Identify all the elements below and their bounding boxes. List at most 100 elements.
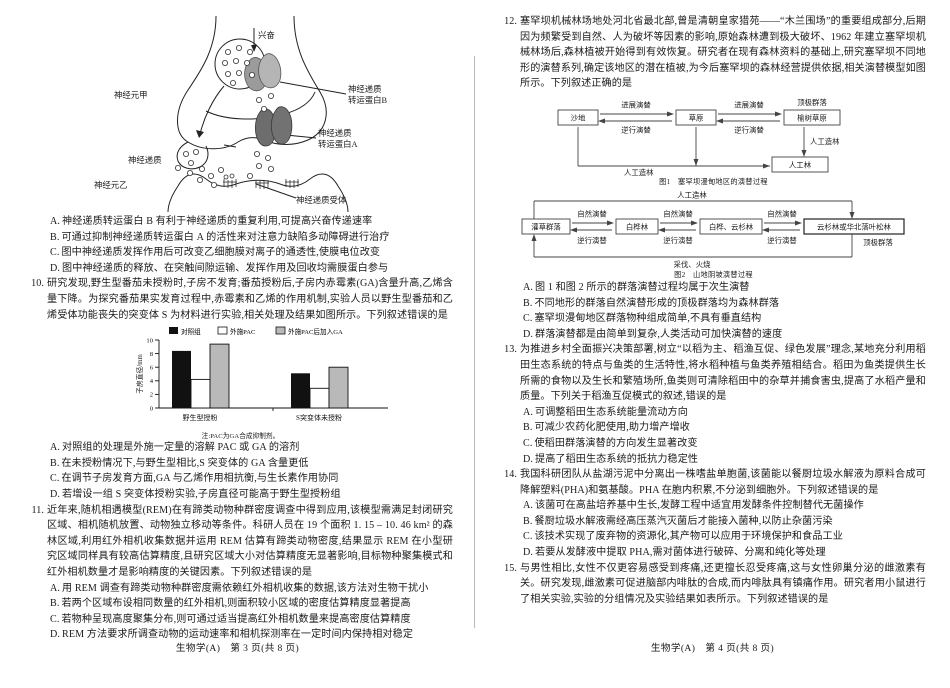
column-divider — [474, 56, 475, 628]
option-mark: A. — [50, 582, 61, 594]
figure2-top-label: 人工造林 — [677, 191, 707, 200]
option-text: 不同地形的群落自然演替形成的顶极群落均为森林群落 — [534, 297, 780, 309]
label-transmitter: 神经递质 — [128, 155, 162, 165]
figure2-edge-forward3: 自然演替 — [767, 210, 797, 219]
label-transporter-a-line2: 转运蛋白A — [318, 139, 358, 149]
figure2-edge-backward3: 逆行演替 — [767, 236, 797, 245]
label-excitation: 兴奋 — [258, 30, 275, 40]
chart-category-0: 野生型授粉 — [183, 413, 218, 422]
option-text: 在未授粉情况下,与野生型相比,S 突变体的 GA 含量更低 — [61, 457, 309, 469]
label-transporter-b-line1: 神经递质 — [348, 84, 382, 94]
figure1-node-1: 草原 — [688, 114, 703, 123]
gibberellin-bar-chart: 对照组 外施PAC 外施PAC后加入GA — [28, 324, 453, 432]
question-12: 12. 塞罕坝机械林场地处河北省最北部,曾是清朝皇家猎苑——“木兰围场”的重要组… — [501, 14, 926, 92]
label-transporter-a-line1: 神经递质 — [318, 128, 352, 138]
chart-y-ticks: 0 2 4 6 8 10 — [146, 337, 153, 412]
figure1-node-2: 榆树草原 — [797, 114, 827, 123]
q13-option-b: B.可减少农药化肥使用,助力增产增收 — [501, 420, 926, 436]
chart-note: 注:PAC为GA合成抑制剂。 — [201, 433, 280, 441]
option-mark: B. — [523, 422, 533, 434]
option-mark: C. — [523, 437, 533, 449]
question-stem: 塞罕坝机械林场地处河北省最北部,曾是清朝皇家猎苑——“木兰围场”的重要组成部分,… — [520, 16, 926, 90]
option-mark: C. — [50, 613, 60, 625]
option-mark: D. — [50, 262, 61, 274]
option-text: 图中神经递质的释放、在突触间隙运输、发挥作用及回收均需膜蛋白参与 — [62, 262, 389, 274]
option-text: 塞罕坝漫甸地区群落物种组成简单,不具有垂直结构 — [534, 313, 762, 325]
option-mark: D. — [523, 547, 534, 559]
q9-options-list: A.神经递质转运蛋白 B 有利于神经递质的重复利用,可提高兴奋传递速率 B.可通… — [28, 214, 453, 276]
legend-label-1: 外施PAC — [230, 327, 256, 336]
figure2-edge-forward1: 自然演替 — [577, 210, 607, 219]
svg-text:10: 10 — [146, 337, 153, 344]
option-mark: A. — [50, 216, 61, 227]
option-mark: D. — [50, 488, 61, 500]
question-10: 10. 研究发现,野生型番茄未授粉时,子房不发育;番茄授粉后,子房内赤霉素(GA… — [28, 276, 453, 323]
label-transporter-b-line2: 转运蛋白B — [348, 95, 387, 105]
footer-subject: 生物学(A) — [175, 643, 221, 654]
figure1-afforest-labels: 人工造林 人工造林 — [624, 137, 840, 177]
transporter-b-shape — [244, 53, 282, 92]
chart-x-ticks: 野生型授粉 S突变体未授粉 — [183, 413, 342, 422]
figure-2-succession-diagram: 灌草群落 白桦林 白桦、云杉林 云杉林或华北落叶松林 人工造林 采伐、火烧 自然… — [501, 189, 926, 280]
q11-option-c: C.若物种呈现高度聚集分布,则可通过适当提高红外相机数量来提高密度估算精度 — [28, 612, 453, 628]
q14-option-a: A.该菌可在高盐培养基中生长,发酵工程中适宜用发酵条件控制替代无菌操作 — [501, 498, 926, 514]
svg-text:8: 8 — [150, 351, 154, 358]
figure-2-caption: 图2 山地阴坡演替过程 — [674, 270, 753, 279]
figure1-node-labels: 沙地 草原 榆树草原 人工林 顶极群落 进展演替 进展演替 逆行演替 逆行演替 — [570, 98, 827, 170]
q12-option-c: C.塞罕坝漫甸地区群落物种组成简单,不具有垂直结构 — [501, 311, 926, 327]
q9-option-c: C.图中神经递质发挥作用后可改变乙细胞膜对离子的通透性,使膜电位改变 — [28, 245, 453, 261]
option-mark: C. — [523, 531, 533, 543]
option-text: 神经递质转运蛋白 B 有利于神经递质的重复利用,可提高兴奋传递速率 — [62, 216, 373, 227]
figure1-edge-forward1: 进展演替 — [621, 101, 651, 110]
option-mark: A. — [50, 442, 61, 454]
question-15: 15. 与男性相比,女性不仅更容易感受到疼痛,还更擅长忍受疼痛,这与女性卵巢分泌… — [501, 561, 926, 608]
figure1-edge-afforest-right: 人工造林 — [810, 137, 840, 146]
figure1-edge-backward2: 逆行演替 — [734, 126, 764, 135]
option-mark: B. — [523, 297, 533, 309]
q12-option-b: B.不同地形的群落自然演替形成的顶极群落均为森林群落 — [501, 296, 926, 312]
q11-option-a: A.用 REM 调查有蹄类动物种群密度需依赖红外相机收集的数据,该方法对生物干扰… — [28, 581, 453, 597]
svg-text:0: 0 — [150, 405, 154, 412]
question-stem: 为推进乡村全面振兴决策部署,树立“以稻为主、稻渔互促、绿色发展”理念,某地充分利… — [520, 344, 926, 403]
q11-option-d: D.REM 方法要求所调查动物的运动速率和相机探测率在一定时间内保持相对稳定 — [28, 627, 453, 643]
question-13: 13. 为推进乡村全面振兴决策部署,树立“以稻为主、稻渔互促、绿色发展”理念,某… — [501, 342, 926, 404]
q11-options-list: A.用 REM 调查有蹄类动物种群密度需依赖红外相机收集的数据,该方法对生物干扰… — [28, 581, 453, 643]
figure1-node-0: 沙地 — [570, 114, 585, 123]
figure2-bottom-label: 采伐、火烧 — [673, 260, 711, 269]
q10-option-a: A.对照组的处理是外施一定量的溶解 PAC 或 GA 的溶剂 — [28, 440, 453, 456]
q13-option-c: C.使稻田群落演替的方向发生显著改变 — [501, 436, 926, 452]
option-mark: A. — [523, 500, 534, 512]
option-text: 该菌可在高盐培养基中生长,发酵工程中适宜用发酵条件控制替代无菌操作 — [535, 500, 864, 512]
option-text: 可通过抑制神经递质转运蛋白 A 的活性来对注意力缺陷多动障碍进行治疗 — [61, 231, 390, 243]
footer-right: 生物学(A)第 4 页(共 8 页) — [475, 640, 950, 654]
option-text: REM 方法要求所调查动物的运动速率和相机探测率在一定时间内保持相对稳定 — [62, 629, 414, 641]
option-mark: C. — [523, 313, 533, 325]
figure-1-succession-diagram: 沙地 草原 榆树草原 人工林 顶极群落 进展演替 进展演替 逆行演替 逆行演替 … — [501, 94, 926, 187]
q9-option-a: A.神经递质转运蛋白 B 有利于神经递质的重复利用,可提高兴奋传递速率 — [28, 214, 453, 230]
figure1-edge-afforest-bottom: 人工造林 — [624, 168, 654, 177]
svg-text:2: 2 — [150, 392, 153, 399]
figure1-top-label: 顶极群落 — [797, 98, 827, 107]
question-number: 13. — [504, 344, 517, 356]
q14-option-d: D.若要从发酵液中提取 PHA,需对菌体进行破碎、分离和纯化等处理 — [501, 545, 926, 561]
q13-option-d: D.提高了稻田生态系统的抵抗力稳定性 — [501, 452, 926, 468]
svg-text:6: 6 — [150, 365, 154, 372]
question-14: 14. 我国科研团队从盐湖污泥中分离出一株嗜盐单胞菌,该菌能以餐厨垃圾水解液为原… — [501, 467, 926, 498]
question-number: 10. — [31, 278, 44, 290]
question-number: 15. — [504, 562, 517, 574]
legend-label-2: 外施PAC后加入GA — [288, 327, 343, 336]
label-neuron-a: 神经元甲 — [114, 90, 148, 100]
option-text: 该技术实现了废弃物的资源化,其产物可以应用于环境保护和食品工业 — [534, 531, 843, 543]
figure2-node-2: 白桦、云杉林 — [708, 223, 753, 232]
option-text: 在调节子房发育方面,GA 与乙烯作用相抗衡,与生长素作用协同 — [61, 473, 339, 485]
q9-option-d: D.图中神经递质的释放、在突触间隙运输、发挥作用及回收均需膜蛋白参与 — [28, 261, 453, 277]
figure2-edge-backward1: 逆行演替 — [577, 236, 607, 245]
footer-left: 生物学(A)第 3 页(共 8 页) — [0, 640, 475, 654]
q10-option-d: D.若增设一组 S 突变体授粉实验,子房直径可能高于野生型授粉组 — [28, 487, 453, 503]
q12-options-list: A.图 1 和图 2 所示的群落演替过程均属于次生演替 B.不同地形的群落自然演… — [501, 280, 926, 342]
question-stem: 近年来,随机相遇模型(REM)在有蹄类动物种群密度调查中得到应用,该模型需满足封… — [47, 504, 453, 578]
option-mark: A. — [523, 406, 534, 418]
option-mark: A. — [523, 281, 534, 293]
q14-option-b: B.餐厨垃圾水解液需经高压蒸汽灭菌后才能接入菌种,以防止杂菌污染 — [501, 514, 926, 530]
